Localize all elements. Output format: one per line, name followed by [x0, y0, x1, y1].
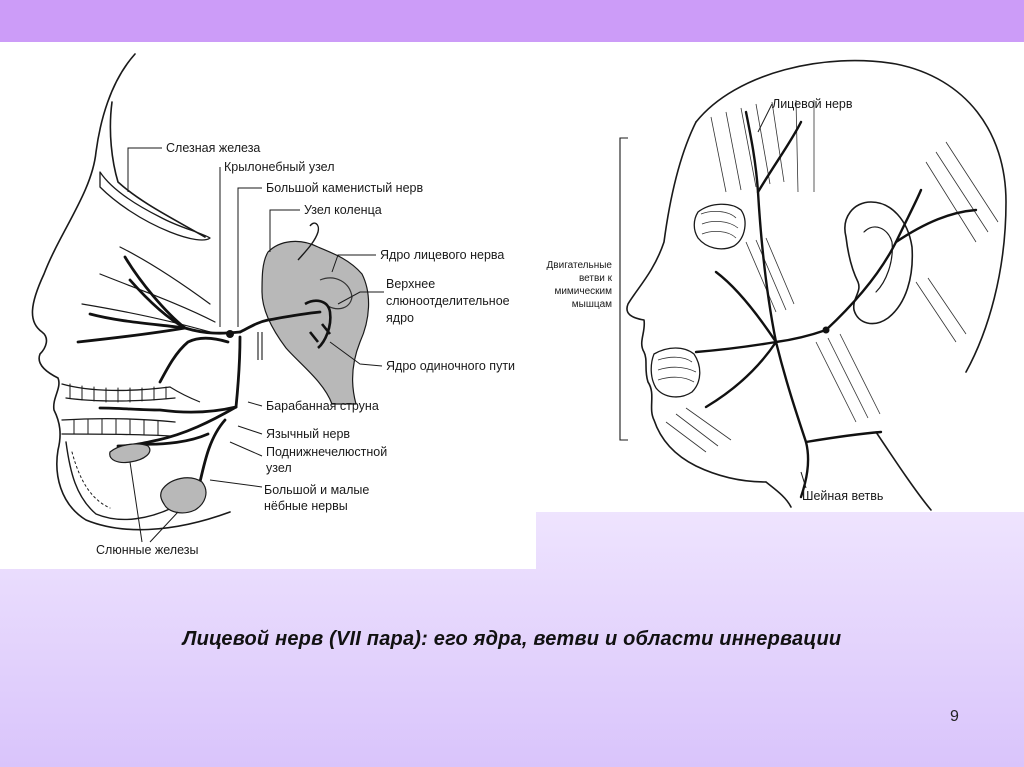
label-submandibular-ganglion-1: Поднижнечелюстной: [266, 445, 387, 459]
label-lacrimal-gland: Слезная железа: [166, 141, 260, 155]
frontal-sinus: [99, 171, 211, 241]
mandibular-branch: [704, 340, 778, 409]
label-motor-branches-2: ветви к: [579, 273, 613, 284]
head-outline: [695, 59, 1007, 373]
label-chorda-tympani: Барабанная струна: [266, 399, 379, 413]
label-solitary-nucleus: Ядро одиночного пути: [386, 359, 515, 373]
facial-nerve-branches-diagram: Лицевой нерв Двигательные ветви к мимиче…: [547, 59, 1007, 511]
label-superior-salivatory-1: Верхнее: [386, 277, 435, 291]
label-geniculate-ganglion: Узел коленца: [304, 203, 382, 217]
upper-teeth: [61, 383, 176, 402]
label-salivary-glands: Слюнные железы: [96, 543, 199, 557]
right-image-background: [536, 42, 1024, 512]
slide-top-bar: [0, 0, 1024, 42]
label-facial-nerve: Лицевой нерв: [772, 97, 853, 111]
label-submandibular-ganglion-2: узел: [266, 461, 292, 475]
label-motor-branches-1: Двигательные: [547, 260, 613, 271]
ear-outline: [844, 201, 914, 325]
greater-petrosal-nerve: [183, 326, 242, 335]
page-number: 9: [950, 708, 959, 725]
facial-nerve-trunk-right: [774, 328, 828, 344]
label-pterygopalatine-ganglion: Крылонебный узел: [224, 160, 335, 174]
brainstem: [261, 240, 370, 405]
label-lingual-nerve: Язычный нерв: [266, 427, 350, 441]
label-superior-salivatory-2: слюноотделительное: [386, 294, 510, 308]
label-superior-salivatory-3: ядро: [386, 311, 414, 325]
motor-branches-bracket: [619, 137, 628, 441]
eye-region: [693, 203, 746, 250]
label-facial-nucleus: Ядро лицевого нерва: [380, 248, 504, 262]
submandibular-gland: [160, 477, 207, 514]
mouth-region: [650, 347, 701, 398]
face-profile-outline: [31, 53, 231, 531]
label-motor-branches-4: мышцам: [572, 299, 612, 310]
label-palatine-nerves-2: нёбные нервы: [264, 499, 348, 513]
mandible: [65, 441, 181, 521]
nucleus-cluster: [304, 299, 332, 349]
buccal-branch: [694, 340, 778, 354]
facial-nerve-nuclei-diagram: Слезная железа Крылонебный узел Большой …: [31, 53, 515, 557]
label-cervical-branch: Шейная ветвь: [802, 489, 883, 503]
face-profile: [626, 121, 767, 483]
skull-contour: [109, 101, 206, 238]
label-palatine-nerves-1: Большой и малые: [264, 483, 369, 497]
temporal-branch: [744, 110, 778, 344]
label-motor-branches-3: мимическим: [554, 286, 612, 297]
zygomatic-branch: [714, 270, 778, 344]
facial-nerve-trunk: [238, 310, 322, 334]
sublingual-gland: [109, 443, 151, 464]
chorda-tympani: [234, 335, 242, 409]
slide-caption: Лицевой нерв (VII пара): его ядра, ветви…: [182, 628, 842, 650]
label-greater-petrosal-nerve: Большой каменистый нерв: [266, 181, 423, 195]
cervical-branch: [774, 340, 810, 499]
